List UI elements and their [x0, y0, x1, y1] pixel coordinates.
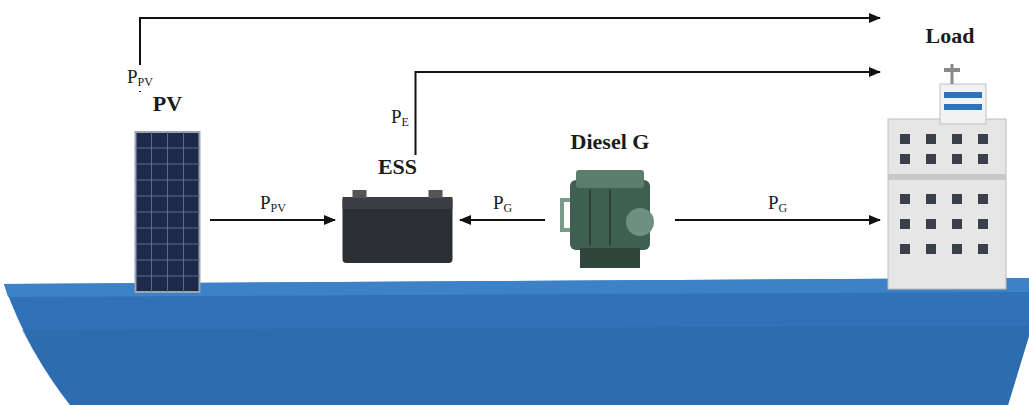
node-label: ESS: [335, 155, 460, 179]
ship-load: Load: [880, 24, 1020, 300]
power-label: PPV: [258, 191, 288, 217]
battery-ess: ESS: [335, 155, 460, 270]
pv-panel: PV: [125, 92, 210, 300]
power-flow-arrow: [140, 18, 880, 92]
pv-panel-icon: [125, 92, 210, 300]
power-flow-arrow: [460, 219, 545, 221]
power-label: PG: [766, 191, 789, 217]
node-label: Load: [880, 24, 1020, 48]
ship-load-icon: [880, 24, 1020, 300]
power-label: PG: [491, 191, 514, 217]
diesel-generator: Diesel G: [545, 130, 675, 275]
node-label: Diesel G: [545, 130, 675, 154]
power-label: PE: [389, 105, 411, 131]
power-flow-arrow: [210, 219, 335, 221]
node-label: PV: [125, 92, 210, 116]
power-label: PPV: [125, 65, 155, 91]
power-flow-arrow: [416, 72, 881, 155]
power-flow-arrow: [675, 219, 880, 221]
